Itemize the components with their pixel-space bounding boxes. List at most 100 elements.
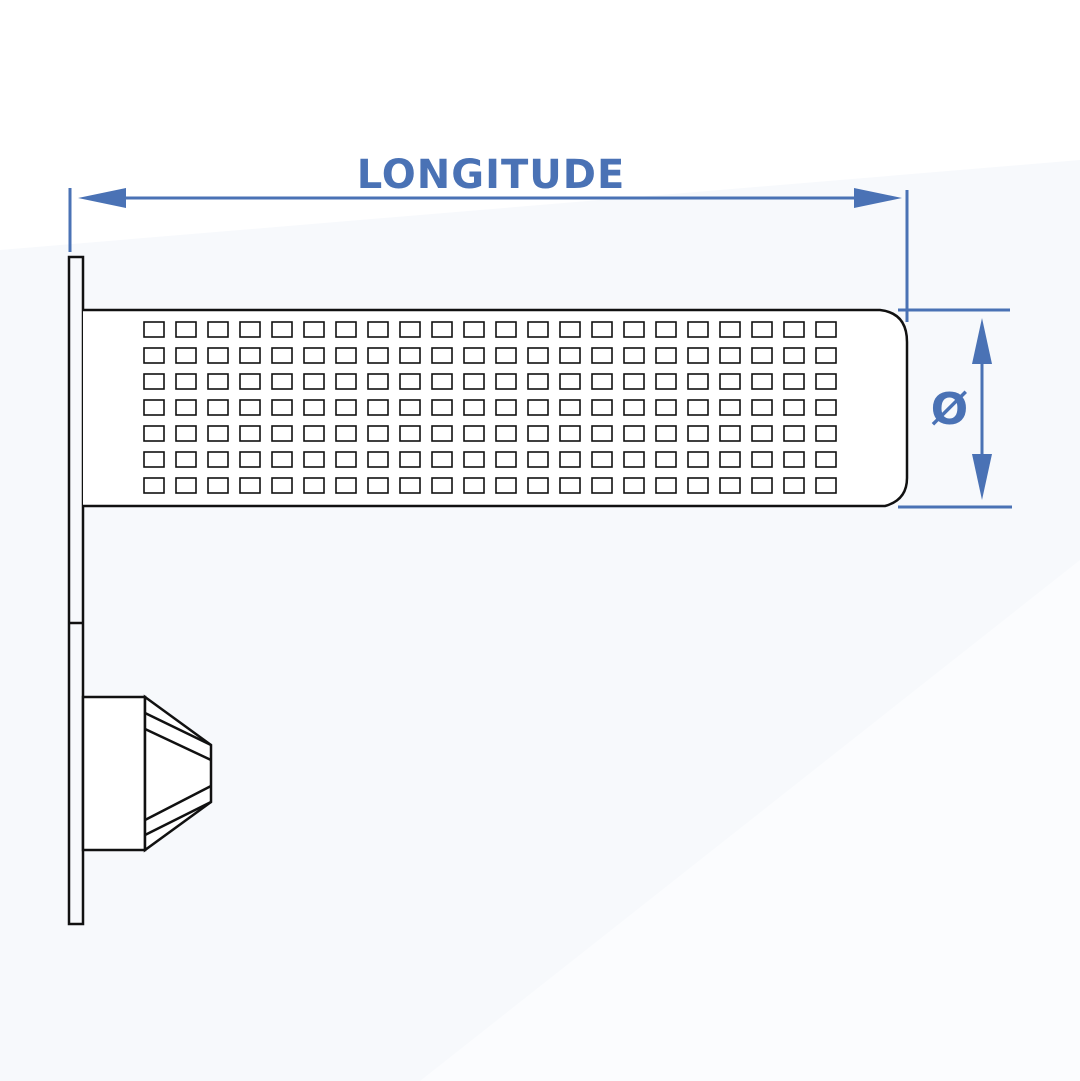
sleeve-hole (303, 347, 325, 364)
sleeve-hole (175, 321, 197, 338)
sleeve-hole (207, 425, 229, 442)
sleeve-hole (175, 373, 197, 390)
sleeve-hole (495, 399, 517, 416)
sleeve-hole (175, 477, 197, 494)
sleeve-hole (239, 425, 261, 442)
sleeve-hole (271, 477, 293, 494)
sleeve-hole (527, 451, 549, 468)
sleeve-hole (367, 347, 389, 364)
sleeve-hole (271, 347, 293, 364)
sleeve-hole (143, 477, 165, 494)
sleeve-hole (751, 477, 773, 494)
sleeve-hole (207, 347, 229, 364)
sleeve-hole (335, 321, 357, 338)
sleeve-hole (719, 425, 741, 442)
sleeve-hole (655, 477, 677, 494)
sleeve-hole (175, 451, 197, 468)
sleeve-hole (335, 347, 357, 364)
sleeve-hole (271, 399, 293, 416)
sleeve-hole (399, 451, 421, 468)
sleeve-hole (783, 373, 805, 390)
sleeve-hole (463, 451, 485, 468)
sleeve-hole (207, 451, 229, 468)
sleeve-hole (367, 321, 389, 338)
sleeve-hole (271, 373, 293, 390)
sleeve-hole (431, 425, 453, 442)
sleeve-hole (303, 425, 325, 442)
background-shade-light (420, 560, 1080, 1081)
sleeve-hole (815, 399, 837, 416)
sleeve-hole (431, 451, 453, 468)
sleeve-hole (687, 451, 709, 468)
sleeve-holes (143, 321, 837, 494)
sleeve-hole (303, 373, 325, 390)
sleeve-hole (175, 347, 197, 364)
sleeve-hole (591, 451, 613, 468)
length-label: LONGITUDE (357, 152, 626, 198)
sleeve-hole (623, 347, 645, 364)
sleeve-hole (239, 347, 261, 364)
diameter-dimension (898, 308, 1012, 509)
sleeve-hole (527, 373, 549, 390)
sleeve-hole (431, 321, 453, 338)
sleeve-hole (367, 451, 389, 468)
sleeve-hole (239, 321, 261, 338)
sleeve-hole (751, 373, 773, 390)
sleeve-hole (623, 451, 645, 468)
flange (67, 255, 85, 926)
sleeve-hole (399, 477, 421, 494)
sleeve-hole (175, 399, 197, 416)
sleeve-hole (463, 347, 485, 364)
sleeve-hole (623, 477, 645, 494)
cone-groove-top-2 (144, 727, 212, 762)
sleeve-hole (271, 425, 293, 442)
sleeve-hole (751, 347, 773, 364)
sleeve-hole (783, 425, 805, 442)
sleeve-hole (623, 399, 645, 416)
sleeve-hole (463, 321, 485, 338)
sleeve-hole (527, 477, 549, 494)
sleeve-hole (815, 477, 837, 494)
plug (81, 694, 213, 853)
sleeve-hole (463, 373, 485, 390)
sleeve-hole (399, 347, 421, 364)
sleeve-hole (719, 373, 741, 390)
sleeve-hole (559, 477, 581, 494)
sleeve-hole (719, 347, 741, 364)
sleeve-hole (527, 399, 549, 416)
length-arrow-left (78, 188, 126, 208)
sleeve-hole (655, 347, 677, 364)
sleeve-hole (143, 347, 165, 364)
plug-base (81, 695, 147, 852)
length-arrow-right (854, 188, 902, 208)
sleeve-hole (143, 321, 165, 338)
sleeve-hole (431, 399, 453, 416)
sleeve-hole (143, 451, 165, 468)
sleeve-hole (431, 347, 453, 364)
sleeve-hole (559, 373, 581, 390)
sleeve-hole (687, 373, 709, 390)
mesh-sleeve-body (83, 308, 909, 508)
sleeve-hole (751, 321, 773, 338)
sleeve-hole (207, 373, 229, 390)
sleeve-hole (143, 399, 165, 416)
sleeve-hole (655, 425, 677, 442)
sleeve-hole (335, 399, 357, 416)
cone-groove-bottom-1 (144, 784, 212, 822)
sleeve-hole (559, 321, 581, 338)
sleeve-hole (367, 425, 389, 442)
sleeve-hole (687, 347, 709, 364)
sleeve-hole (143, 373, 165, 390)
sleeve-hole (143, 425, 165, 442)
cone-groove-bottom-2 (144, 800, 212, 837)
sleeve-hole (335, 477, 357, 494)
sleeve-hole (303, 399, 325, 416)
sleeve-hole (463, 477, 485, 494)
sleeve-hole (655, 399, 677, 416)
sleeve-hole (719, 321, 741, 338)
sleeve-hole (783, 399, 805, 416)
sleeve-hole (687, 399, 709, 416)
length-dimension (68, 188, 909, 322)
sleeve-hole (751, 425, 773, 442)
